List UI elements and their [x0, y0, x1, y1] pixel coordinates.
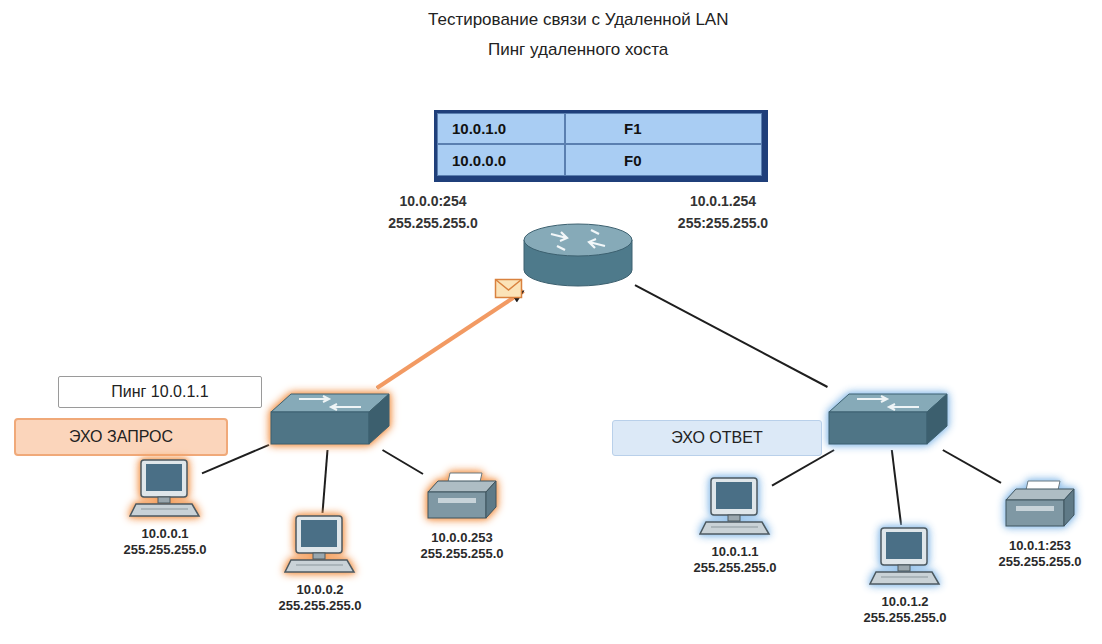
switch-icon: [269, 388, 391, 450]
table-cell: 10.0.0.0: [437, 144, 565, 176]
switch-node: [827, 388, 949, 450]
router-icon: [521, 220, 635, 290]
computer-node: 10.0.0.1 255.255.255.0: [109, 458, 221, 558]
diagram-title: Тестирование связи с Удаленной LAN: [428, 10, 728, 30]
table-cell: F0: [565, 144, 762, 176]
table-cell: F1: [565, 113, 762, 144]
callout-text: ЭХО ЗАПРОС: [69, 428, 173, 446]
computer-node: 10.0.1.1 255.255.255.0: [679, 476, 791, 576]
callout-box: ЭХО ОТВЕТ: [612, 420, 822, 456]
host-address: 10.0.0.2 255.255.255.0: [264, 582, 376, 614]
printer-icon: [424, 470, 500, 524]
host-address: 10.0.1.2 255.255.255.0: [849, 594, 961, 626]
link-line: [943, 450, 1001, 483]
computer-node: 10.0.1.2 255.255.255.0: [849, 526, 961, 626]
computer-icon: [284, 514, 356, 576]
host-address: 10.0.0.253 255.255.255.0: [406, 530, 518, 562]
callout-box: Пинг 10.0.1.1: [58, 376, 262, 408]
computer-icon: [129, 458, 201, 520]
switch-node: [269, 388, 391, 450]
table-cell: 10.0.1.0: [437, 113, 565, 144]
host-address: 10.0.1.1 255.255.255.0: [679, 544, 791, 576]
link-line: [383, 450, 424, 474]
network-link: [892, 450, 901, 525]
printer-icon: [1002, 478, 1078, 532]
routing-table: 10.0.1.0F110.0.0.0F0: [434, 110, 768, 182]
link-line: [377, 291, 524, 388]
host-address: 10.0.1:253 255.255.255.0: [984, 538, 1096, 570]
computer-icon: [699, 476, 771, 538]
packet-arrow: [377, 291, 524, 388]
network-link: [383, 450, 424, 474]
host-address: 10.0.0.1 255.255.255.0: [109, 526, 221, 558]
printer-node: 10.0.1:253 255.255.255.0: [984, 478, 1096, 570]
router-node: 10.0.0:254 255.255.255.0 10.0.1.254 255:2…: [363, 190, 793, 290]
interface-address: 10.0.0:254 255.255.255.0: [363, 190, 503, 234]
envelope-icon: [494, 278, 524, 300]
network-link: [943, 450, 1001, 483]
computer-icon: [869, 526, 941, 588]
computer-node: 10.0.0.2 255.255.255.0: [264, 514, 376, 614]
network-link: [635, 285, 828, 387]
interface-address: 10.0.1.254 255:255.255.0: [653, 190, 793, 234]
link-line: [635, 285, 828, 387]
link-line: [892, 450, 901, 525]
subtitle: Пинг удаленного хоста: [488, 40, 668, 60]
network-link: [377, 291, 524, 388]
network-link: [323, 450, 328, 513]
switch-icon: [827, 388, 949, 450]
printer-node: 10.0.0.253 255.255.255.0: [406, 470, 518, 562]
callout-text: ЭХО ОТВЕТ: [671, 429, 762, 447]
callout-text: Пинг 10.0.1.1: [111, 383, 208, 401]
callout-box: ЭХО ЗАПРОС: [14, 418, 228, 456]
link-line: [323, 450, 328, 513]
